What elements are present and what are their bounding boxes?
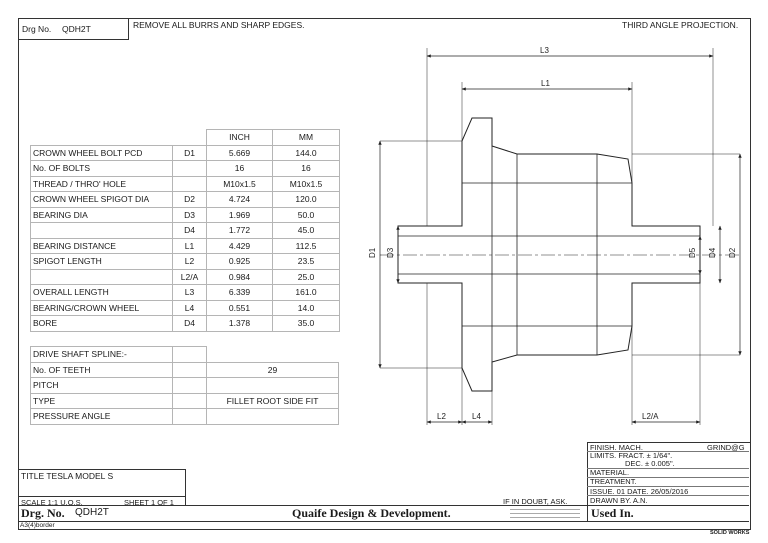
drg-no-header-box [18,18,129,40]
used-in-divider [587,505,588,521]
dim-L1: L1 [541,79,550,88]
material: MATERIAL. [590,468,630,477]
spline-label: PRESSURE ANGLE [30,408,173,425]
bottom-band [18,505,749,506]
finish: FINISH. MACH. [590,443,643,452]
dim-D4: D4 [708,247,717,258]
dim-D5: D5 [688,247,697,258]
if-in-doubt: IF IN DOUBT, ASK. [503,497,568,506]
row-inch: 1.378 [206,315,273,332]
info-line-2 [587,468,749,469]
scale-row [18,496,185,497]
dim-D1: D1 [368,247,377,258]
table-row: PRESSURE ANGLE [30,408,339,425]
drawing-frame [18,18,751,530]
header-drg-number: QDH2T [62,24,91,34]
scale: SCALE 1:1 U.O.S. [21,498,83,507]
grind: GRIND@G [707,443,745,452]
info-line-5 [587,495,749,496]
info-block [587,442,750,506]
drawn-by: DRAWN BY. A.N. [590,496,648,505]
company-name: Quaife Design & Development. [292,506,451,520]
drawing-title: TITLE TESLA MODEL S [21,471,114,481]
footer-divider [18,521,749,522]
dim-L3: L3 [540,46,549,55]
dim-L4: L4 [472,412,481,421]
row-mm: 25.0 [272,268,340,285]
info-line-1 [587,451,749,452]
fine-print [510,507,580,521]
border-ref: A3(4)border [20,522,55,529]
footer-drg-label: Drg. No. [21,506,65,520]
footer-drg-number: QDH2T [75,507,109,518]
spline-value [206,408,339,425]
dim-D3: D3 [386,247,395,258]
limits-fract: LIMITS. FRACT. ± 1/64". [590,451,673,460]
part-outline [397,117,701,392]
info-line-3 [587,477,749,478]
title-block-top-line [18,469,185,470]
header-drg-label: Drg No. [22,24,52,34]
treatment: TREATMENT. [590,477,637,486]
spline-title-row: DRIVE SHAFT SPLINE:- [30,346,339,363]
software-label: SOLID WORKS [710,530,750,536]
issue-date: ISSUE. 01 DATE. 26/05/2016 [590,487,689,496]
sheet: SHEET 1 OF 1 [124,498,174,507]
dim-L2A: L2/A [642,412,659,421]
info-line-4 [587,486,749,487]
dim-D2: D2 [728,247,737,258]
row-symbol: D4 [172,315,207,332]
limits-dec: DEC. ± 0.005". [625,459,675,468]
row-mm: 35.0 [272,315,340,332]
header-note: REMOVE ALL BURRS AND SHARP EDGES. [133,20,305,30]
company-divider [185,469,186,505]
projection-note: THIRD ANGLE PROJECTION. [622,20,739,30]
dim-L2: L2 [437,412,446,421]
used-in: Used In. [591,506,634,520]
